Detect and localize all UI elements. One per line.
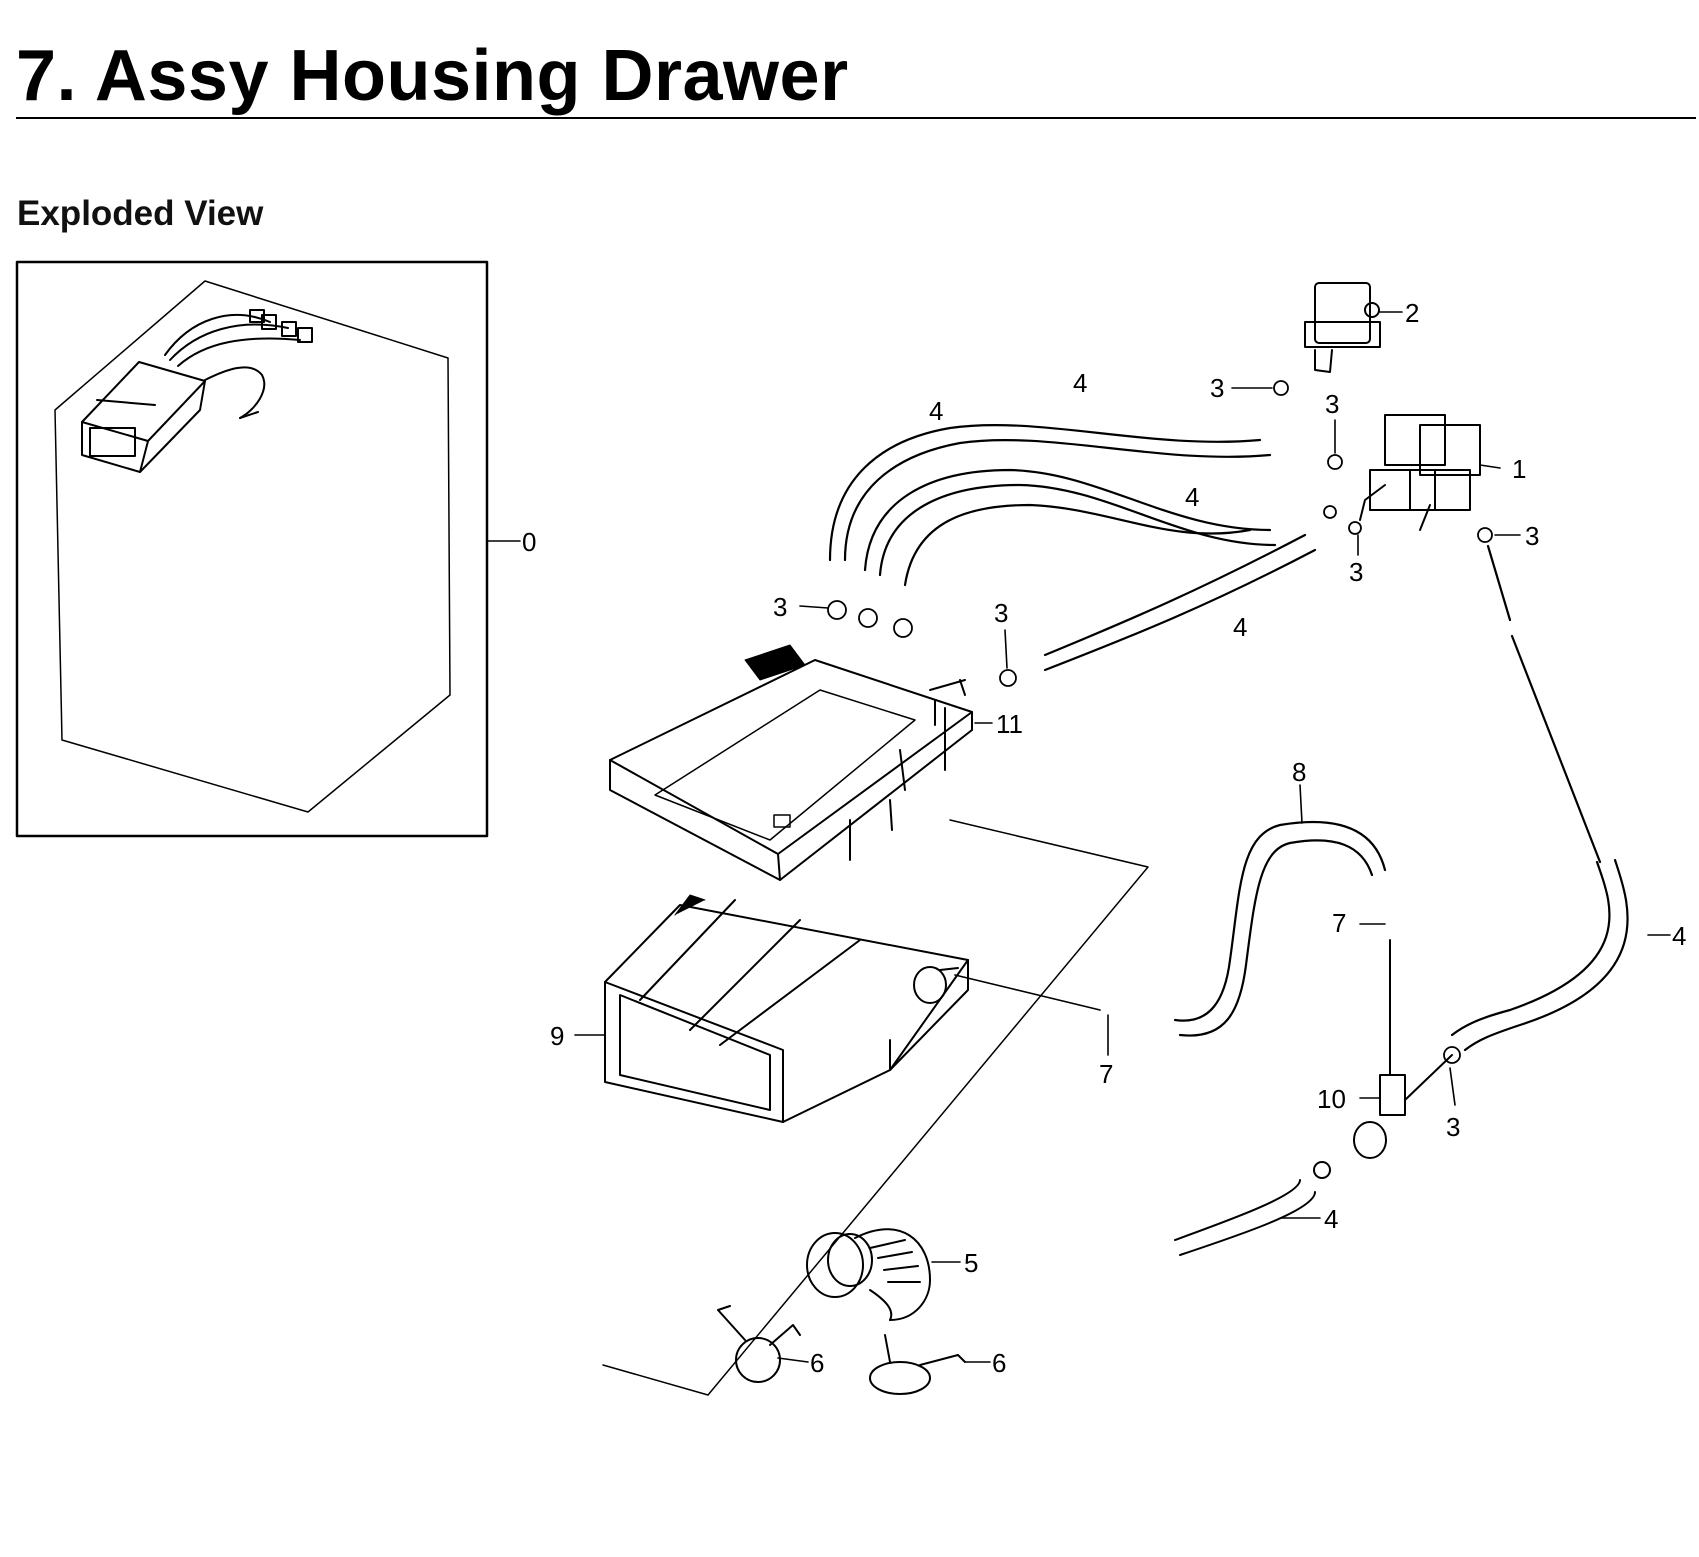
callout-3: 3 [994, 598, 1008, 628]
valve-1-part [1359, 414, 1481, 531]
callout-8: 8 [1292, 757, 1306, 787]
callout-7: 7 [1099, 1059, 1113, 1089]
callout-10: 10 [1317, 1084, 1346, 1114]
callout-3: 3 [773, 592, 787, 622]
inset-housing-drawer [81, 361, 206, 473]
callout-3: 3 [1210, 373, 1224, 403]
callout-6: 6 [810, 1348, 824, 1378]
bellows-hose-5-part [806, 1228, 931, 1321]
hose-clamps [827, 380, 1493, 1064]
section-subtitle: Exploded View [17, 194, 264, 233]
callout-4: 4 [1324, 1204, 1338, 1234]
valve-2-part [1304, 282, 1381, 373]
inset-valves-and-hoses [164, 309, 313, 419]
callout-3: 3 [1325, 389, 1339, 419]
callout-11: 11 [996, 709, 1023, 739]
right-drain-hose [1450, 544, 1629, 1052]
callout-9: 9 [550, 1021, 564, 1051]
callout-4: 4 [929, 396, 943, 426]
housing-cover-part [609, 644, 973, 881]
callout-3: 3 [1349, 557, 1363, 587]
leader-lines [486, 311, 1671, 1363]
clamp-6-parts [717, 1305, 966, 1395]
hose-8-part [1173, 820, 1387, 1037]
title-rule [16, 117, 1696, 119]
inset-frame [15, 260, 489, 838]
fitting-10-part [1174, 939, 1453, 1256]
callout-0: 0 [522, 527, 536, 557]
housing-drawer-part [604, 894, 969, 1123]
callout-2: 2 [1405, 298, 1419, 328]
page-title: 7. Assy Housing Drawer [16, 36, 849, 116]
callout-5: 5 [964, 1248, 978, 1278]
machine-cabinet-outline [54, 280, 451, 813]
callout-4: 4 [1233, 612, 1247, 642]
callout-4: 4 [1672, 921, 1686, 951]
callout-7: 7 [1332, 908, 1346, 938]
callout-1: 1 [1512, 454, 1526, 484]
machine-locator-inset [15, 260, 489, 838]
inlet-hoses [828, 423, 1317, 672]
callout-4: 4 [1073, 368, 1087, 398]
callout-4: 4 [1185, 482, 1199, 512]
callout-labels: 0 2 3 4 4 3 1 4 3 3 3 4 3 11 8 7 4 9 7 1… [522, 298, 1686, 1378]
callout-6: 6 [992, 1348, 1006, 1378]
callout-3: 3 [1446, 1112, 1460, 1142]
callout-3: 3 [1525, 521, 1539, 551]
support-frame-outline [602, 819, 1149, 1396]
